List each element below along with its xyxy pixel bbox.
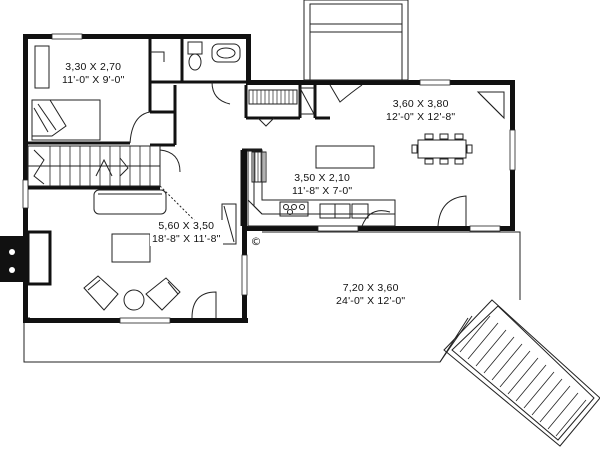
dining-chair (466, 144, 473, 154)
room-metric-bedroom: 3,30 X 2,70 (65, 61, 122, 73)
room-imperial-deck: 24'-0" X 12'-0" (336, 295, 406, 307)
closet-door (150, 51, 165, 62)
dining-chair (424, 158, 434, 165)
room-imperial-dining: 12'-0" X 12'-8" (386, 111, 456, 123)
wall-west (23, 34, 28, 322)
front-door (191, 291, 217, 319)
deck-outline (262, 231, 521, 300)
bed (31, 99, 101, 141)
window-living-west (22, 179, 29, 209)
wall-bedroom-east (246, 34, 251, 82)
wall-step (246, 80, 331, 85)
room-imperial-bedroom: 11'-0" X 9'-0" (62, 74, 125, 86)
room-label-kitchen: 3,50 X 2,10 11'-8" X 7-0" (292, 172, 352, 198)
toilet-tank (187, 41, 203, 55)
deck-edge (439, 315, 473, 363)
room-imperial-living: 18'-8" X 11'-8" (150, 233, 223, 246)
deck-stair (443, 299, 600, 447)
bathroom-sink (211, 43, 241, 63)
room-metric-kitchen: 3,50 X 2,10 (294, 172, 351, 184)
copyright-symbol: © (250, 235, 262, 248)
wall-north-dining (330, 80, 470, 85)
room-label-living: 5,60 X 3,50 18'-8" X 11'-8" (150, 220, 223, 246)
stove (279, 201, 309, 217)
dining-chair (439, 158, 449, 165)
room-label-dining: 3,60 X 3,80 12'-0" X 12'-8" (386, 98, 455, 124)
window-living-east (241, 254, 248, 296)
kitchen-island (315, 145, 375, 169)
interior-walls (28, 39, 330, 226)
dining-chair (411, 144, 418, 154)
window-bedroom-north (51, 33, 83, 40)
window-dining-south (469, 225, 501, 232)
window-dining-north (419, 79, 451, 86)
fireplace (0, 230, 52, 286)
wall-north-bedroom (23, 34, 251, 39)
kitchen-counter (247, 149, 396, 227)
wall-south-kitchen (242, 226, 515, 231)
porch-outline (23, 317, 469, 363)
room-metric-deck: 7,20 X 3,60 (342, 282, 399, 294)
rear-stair (303, 0, 409, 81)
bedroom-dresser (34, 45, 50, 89)
side-table (123, 289, 145, 311)
room-label-deck: 7,20 X 3,60 24'-0" X 12'-0" (336, 282, 405, 308)
dining-chair (454, 158, 464, 165)
armchair-left (83, 275, 119, 311)
room-metric-living: 5,60 X 3,50 (150, 220, 223, 233)
bath-door-swing (211, 81, 231, 105)
window-dining-east (509, 129, 516, 171)
room-metric-dining: 3,60 X 3,80 (392, 98, 449, 110)
dining-chair (454, 133, 464, 140)
sofa (93, 189, 167, 215)
patio-door (437, 195, 467, 227)
refrigerator (251, 151, 267, 183)
coffee-table (111, 233, 151, 263)
entry-door (329, 84, 363, 103)
interior-stair (27, 145, 201, 227)
room-label-bedroom: 3,30 X 2,70 11'-0" X 9'-0" (62, 61, 125, 87)
bed-cover-fold (31, 99, 67, 137)
armchair-right (145, 277, 181, 311)
dishwasher (351, 203, 369, 219)
window-living-south (119, 317, 171, 324)
wall-north-dining-b (470, 80, 515, 85)
dining-table (417, 139, 467, 159)
room-imperial-kitchen: 11'-8" X 7-0" (292, 185, 353, 197)
closet-bifold (257, 117, 275, 127)
dining-chair (439, 133, 449, 140)
dining-chair (424, 133, 434, 140)
wall-east-living (242, 150, 247, 323)
toilet-bowl (188, 53, 202, 71)
window-kitchen-south (317, 225, 359, 232)
bedroom-door-swing (129, 111, 151, 144)
